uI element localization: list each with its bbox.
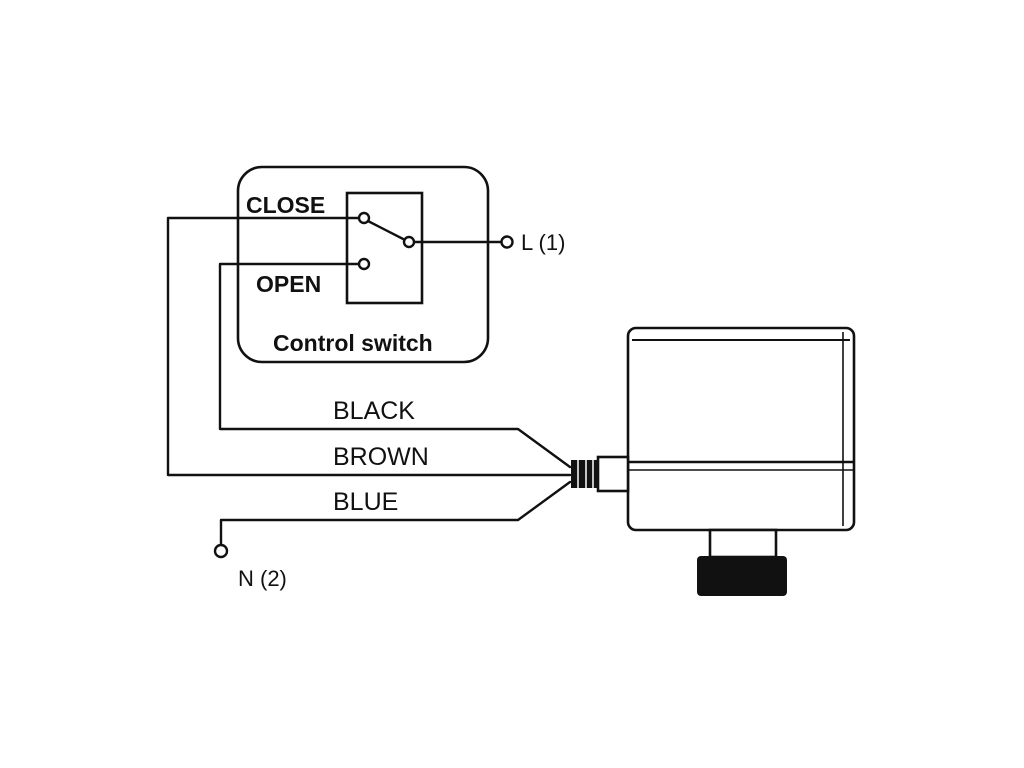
- live-terminal-label: L (1): [521, 230, 565, 255]
- open-contact: [357, 257, 371, 271]
- common-contact: [402, 235, 416, 249]
- black-wire-label: BLACK: [333, 397, 415, 425]
- close-contact: [357, 211, 371, 225]
- actuator-coupling: [697, 556, 787, 596]
- actuator-body: [626, 326, 856, 532]
- cable-connector: [571, 460, 599, 488]
- brown-wire-label: BROWN: [333, 443, 429, 471]
- close-label: CLOSE: [246, 192, 325, 218]
- neutral-terminal-label: N (2): [238, 566, 287, 591]
- control-switch-title: Control switch: [273, 330, 433, 356]
- cable-gland: [596, 455, 630, 493]
- switch-contact-box: [345, 191, 424, 305]
- actuator: [571, 326, 856, 596]
- blue-wire-label: BLUE: [333, 488, 398, 516]
- switch-blade: [364, 218, 411, 244]
- actuator-neck: [708, 528, 778, 559]
- open-label: OPEN: [256, 271, 321, 297]
- live-terminal: [500, 235, 514, 249]
- open-black-wire: [218, 262, 572, 469]
- neutral-terminal: [213, 543, 229, 559]
- neutral-blue-wire: [219, 480, 572, 546]
- close-brown-wire: [166, 216, 572, 477]
